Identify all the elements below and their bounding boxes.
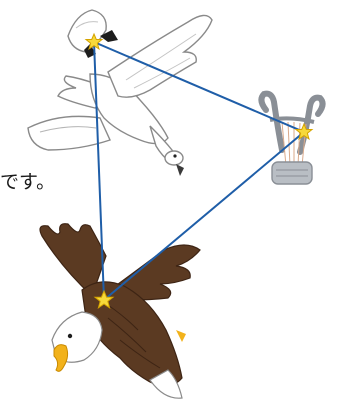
swan-icon <box>27 9 213 176</box>
caption-text: です。 <box>0 171 56 193</box>
altair-star-icon <box>93 289 115 309</box>
deneb-vega-line <box>93 41 305 133</box>
eagle-icon <box>39 223 201 399</box>
deneb-star-icon <box>84 32 104 51</box>
summer-triangle-lines <box>93 41 305 301</box>
altair-deneb-line <box>93 41 105 301</box>
vega-star-icon <box>294 122 314 141</box>
vega-altair-line <box>103 131 305 301</box>
lyre-icon <box>258 90 326 185</box>
